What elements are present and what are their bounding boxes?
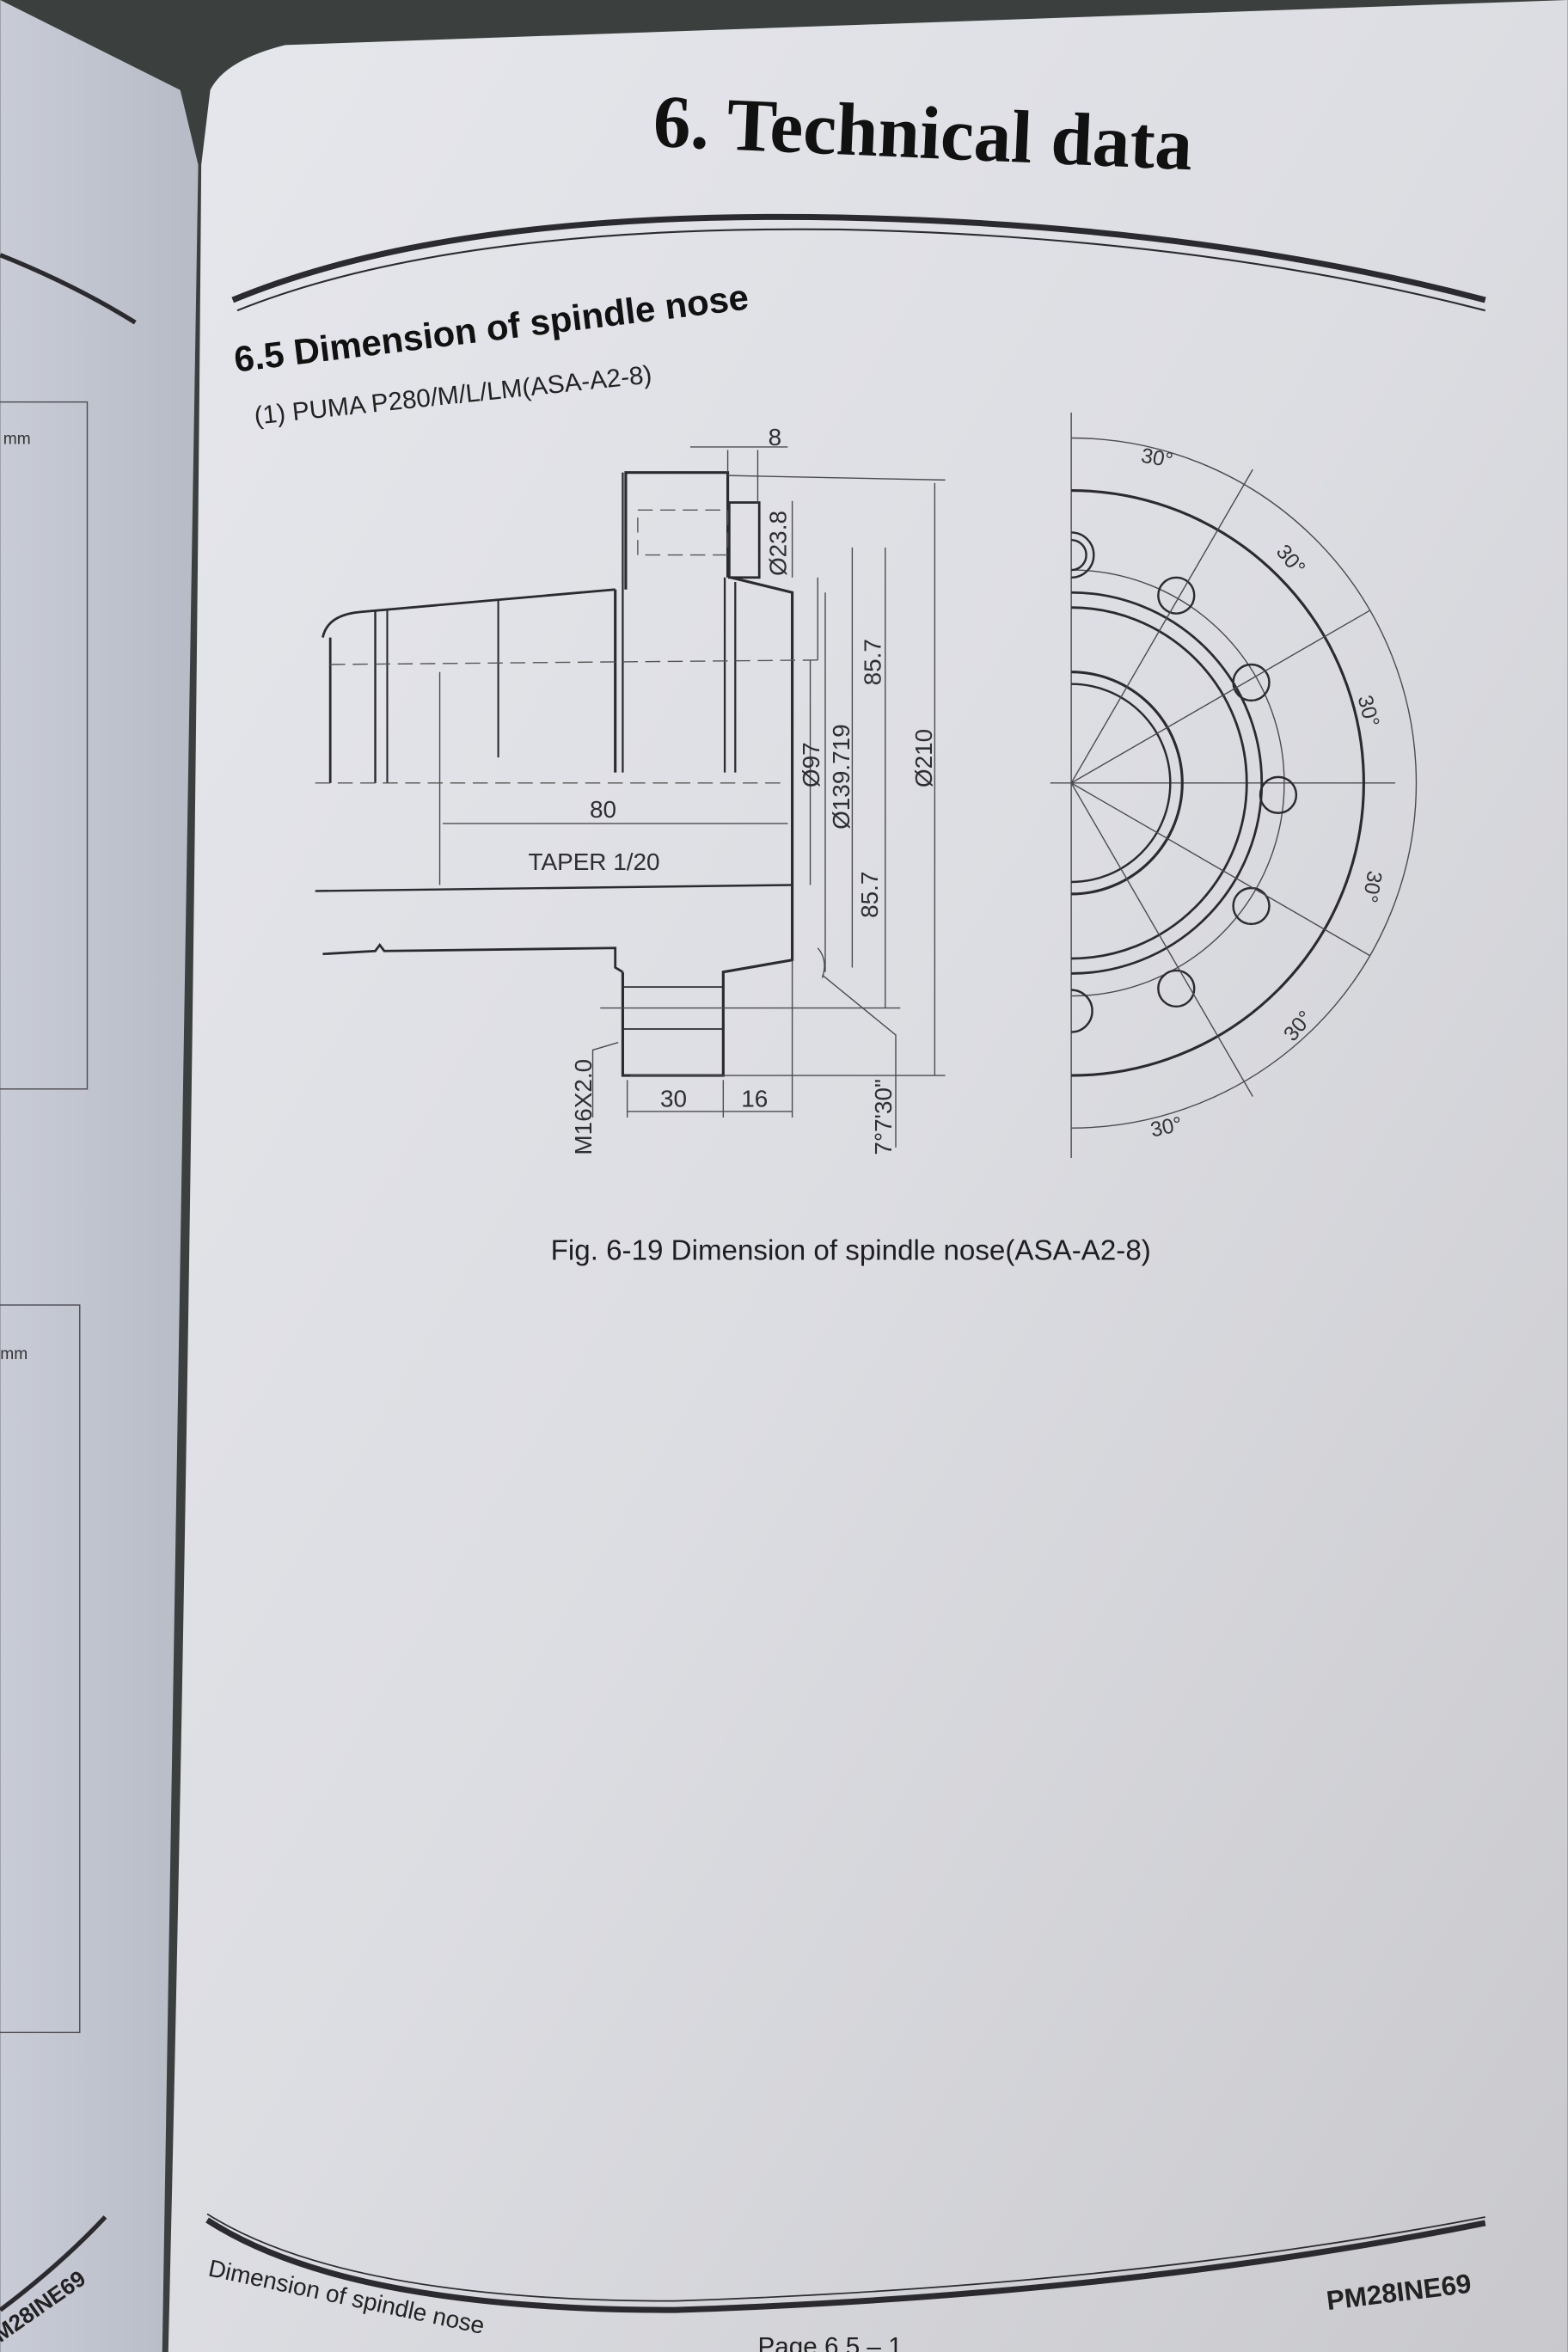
header-rule: [231, 213, 1486, 303]
right-page: [168, 0, 1568, 2352]
dim-16: 16: [741, 1086, 768, 1112]
dim-85-7-bottom: 85.7: [856, 872, 883, 918]
dim-139-719: Ø139.719: [828, 724, 854, 830]
angle-30-4: 30°: [1357, 869, 1386, 904]
left-unit-bottom: mm: [0, 1345, 28, 1363]
dim-23-8: Ø23.8: [765, 511, 792, 576]
dim-85-7-top: 85.7: [860, 639, 886, 685]
left-page-table-top: [0, 401, 89, 1090]
angle-30-1: 30°: [1139, 444, 1174, 473]
dim-30: 30: [660, 1086, 687, 1112]
dim-80: 80: [590, 796, 616, 823]
footer-page-number: Page 6.5 – 1: [757, 2332, 902, 2352]
figure-caption: Fig. 6-19 Dimension of spindle nose(ASA-…: [551, 1235, 1151, 1267]
left-unit-top: mm: [3, 430, 31, 448]
left-page: [0, 0, 199, 2352]
thread-label: M16X2.0: [570, 1059, 597, 1155]
dim-8: 8: [769, 424, 782, 450]
dim-97: Ø97: [798, 742, 824, 787]
dim-210: Ø210: [910, 729, 937, 787]
left-page-table-bottom: [0, 1304, 81, 2034]
angle-label: 7°7'30": [870, 1079, 897, 1155]
spindle-nose-side-view: 8 Ø23.8 85.7 85.7 Ø97 Ø139.719 Ø210 80 T…: [315, 424, 946, 1155]
taper-label: TAPER 1/20: [528, 848, 659, 875]
footer-rule: [205, 2217, 1486, 2313]
